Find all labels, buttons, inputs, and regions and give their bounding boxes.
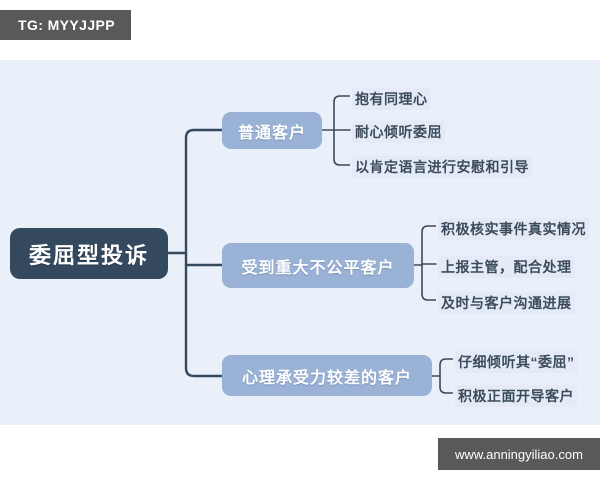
mindmap-root-label: 委屈型投诉	[28, 242, 149, 268]
mindmap-leaf-item[interactable]: 积极正面开导客户	[455, 385, 577, 407]
mindmap-leaf-item[interactable]: 上报主管，配合处理	[438, 256, 575, 278]
mindmap-branch-label: 普通客户	[237, 124, 306, 142]
site-watermark: www.anningyiliao.com	[438, 438, 600, 470]
branch-2-bracket-connector	[439, 358, 453, 394]
mindmap-leaf-item[interactable]: 以肯定语言进行安慰和引导	[352, 156, 532, 178]
mindmap-leaf-item[interactable]: 及时与客户沟通进展	[438, 292, 575, 314]
mindmap-leaf-item[interactable]: 积极核实事件真实情况	[438, 218, 589, 240]
mindmap-leaf-item[interactable]: 仔细倾听其“委屈”	[455, 351, 578, 373]
branch-1-bracket-connector	[421, 225, 436, 301]
mindmap-leaf-item[interactable]: 耐心倾听委屈	[352, 121, 445, 143]
mindmap-leaf-item[interactable]: 抱有同理心	[352, 88, 431, 110]
mindmap-branch-node-major-unfairness-customer[interactable]: 受到重大不公平客户	[222, 243, 414, 288]
mindmap-canvas: 委屈型投诉 普通客户 受到重大不公平客户 心理承受力较差的客户 抱有同理心 耐心…	[0, 60, 600, 425]
mindmap-root-node[interactable]: 委屈型投诉	[10, 228, 168, 279]
mindmap-branch-node-ordinary-customer[interactable]: 普通客户	[222, 112, 322, 149]
mindmap-branch-label: 心理承受力较差的客户	[241, 369, 412, 387]
site-watermark-label: www.anningyiliao.com	[455, 446, 583, 462]
mindmap-branch-node-low-resilience-customer[interactable]: 心理承受力较差的客户	[222, 355, 432, 396]
tg-handle-badge: TG: MYYJJPP	[0, 10, 131, 40]
branch-0-bracket-connector	[333, 95, 350, 166]
mindmap-branch-label: 受到重大不公平客户	[241, 259, 395, 277]
tg-handle-label: TG: MYYJJPP	[18, 17, 115, 33]
root-bracket-connector	[184, 128, 222, 378]
